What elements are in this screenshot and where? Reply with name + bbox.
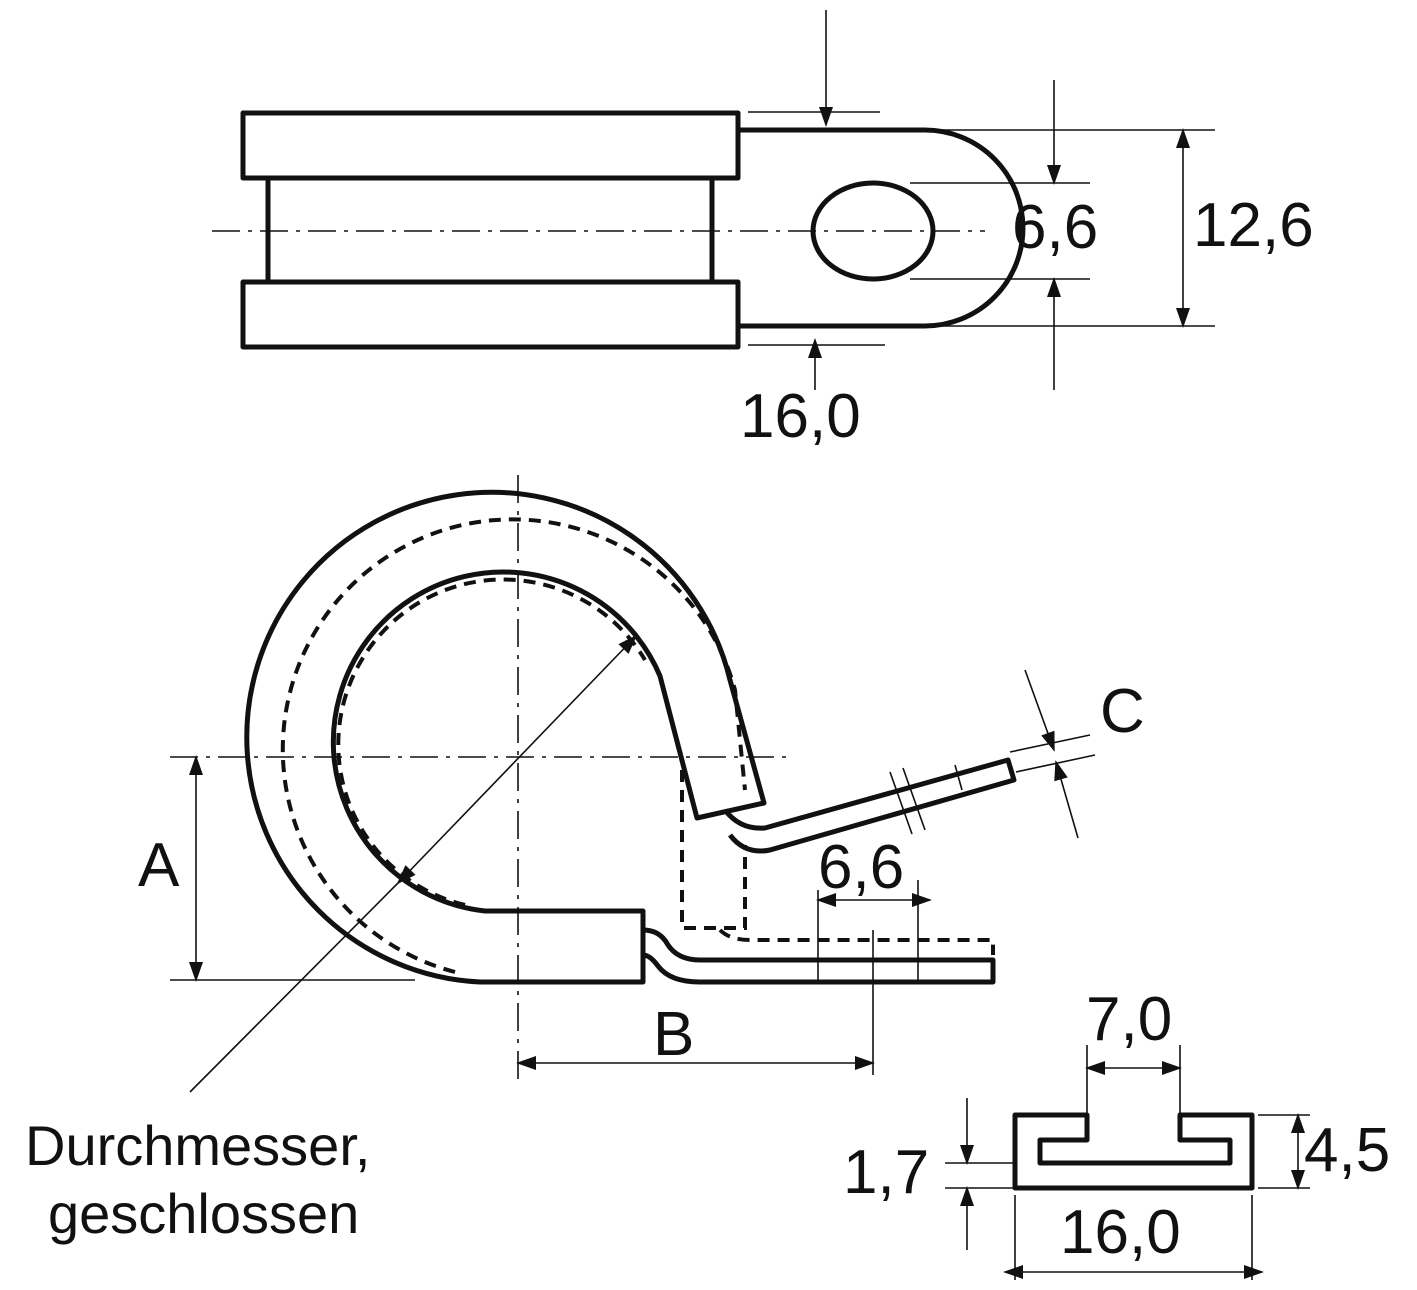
strap-hatch [954,764,963,791]
upper-strap [723,757,1017,854]
label-a: A [138,831,180,900]
dim-profile-width: 16,0 [1060,1198,1181,1267]
lower-strap [642,927,996,985]
hidden-tab-outline [680,770,747,930]
diameter-label-line1: Durchmesser, [25,1114,370,1177]
dim-side-hole: 6,6 [818,833,904,902]
metal-band-inner-hidden [336,577,647,907]
extension-line [1015,754,1096,773]
label-c: C [1100,677,1145,746]
side-view: A B 6,6 C Durchmesser, geschlossen [25,475,1145,1245]
dimension-arrow [1024,669,1055,752]
top-rubber-strip [240,110,741,181]
profile-view: 7,0 4,5 1,7 16,0 [843,985,1390,1280]
dim-top-height: 12,6 [1193,191,1314,260]
metal-band-hidden [280,517,747,974]
bottom-rubber-strip [240,279,741,350]
hidden-bottom-strap [718,928,995,955]
rubber-profile [1012,1112,1255,1191]
diameter-label-line2: geschlossen [48,1182,359,1245]
dimension-arrow [1054,760,1079,839]
strap-hatch [889,771,913,835]
clamp-outer-contour [244,489,767,985]
diameter-leader-line [189,882,399,1093]
diameter-dimension-line [396,634,638,885]
dim-top-hole: 6,6 [1012,193,1098,262]
label-b: B [653,1000,694,1069]
top-view: 16,0 6,6 12,6 [212,10,1314,451]
mounting-tab [738,127,1026,329]
dim-profile-wall: 1,7 [843,1138,929,1207]
strap-hatch [902,767,926,831]
dim-top-width: 16,0 [740,382,861,451]
dim-profile-height: 4,5 [1304,1116,1390,1185]
dim-profile-slot: 7,0 [1086,985,1172,1054]
